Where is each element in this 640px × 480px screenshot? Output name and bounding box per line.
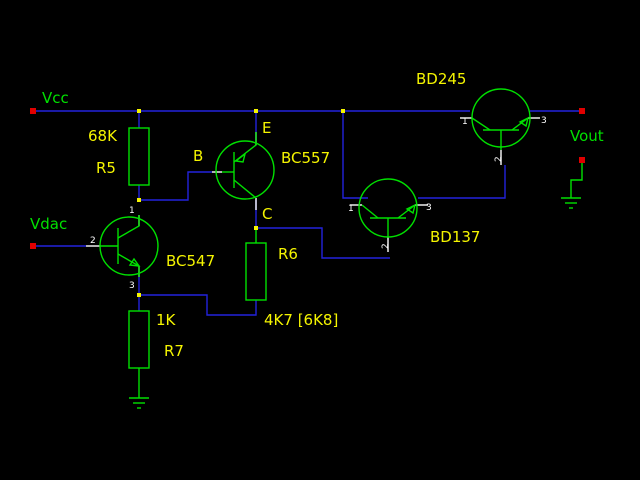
- ground-r7: [129, 397, 149, 409]
- junction-dots: [137, 109, 345, 297]
- bd137-pin2: 2: [381, 243, 391, 249]
- bd137-part: BD137: [430, 228, 480, 246]
- terminals: [30, 108, 585, 249]
- net-label-vout: Vout: [570, 127, 604, 145]
- resistor-r7: [128, 310, 150, 398]
- bd137-emitter-wire: [418, 165, 506, 199]
- resistor-r6: [245, 228, 267, 301]
- emitter-node-wire: [138, 275, 257, 316]
- r6-value: 4K7 [6K8]: [264, 311, 338, 329]
- vout-ground-terminal: [579, 157, 585, 163]
- bd137-pin1: 1: [348, 204, 354, 214]
- r7-designator: R7: [164, 342, 184, 360]
- vdac-terminal: [30, 243, 36, 249]
- transistor-bd245: [471, 88, 531, 150]
- bc557-part: BC557: [281, 149, 330, 167]
- net-label-vdac: Vdac: [30, 215, 67, 233]
- bc557-collector-label: C: [262, 205, 272, 223]
- bd245-part: BD245: [416, 70, 466, 88]
- r5-designator: R5: [96, 159, 116, 177]
- net-label-vcc: Vcc: [42, 89, 69, 107]
- transistor-bc547: [99, 215, 159, 277]
- vout-terminal: [579, 108, 585, 114]
- bd245-pin3: 3: [541, 116, 547, 126]
- resistor-r5: [128, 127, 150, 186]
- transistor-bd137: [358, 178, 418, 238]
- r6-designator: R6: [278, 245, 298, 263]
- bc547-part: BC547: [166, 252, 215, 270]
- r7-value: 1K: [156, 311, 177, 329]
- wires: [33, 110, 582, 316]
- bd137-pin3: 3: [426, 203, 432, 213]
- bd137-collector-wire: [342, 111, 368, 199]
- bd245-pin2: 2: [494, 156, 504, 162]
- bc547-pin3: 3: [129, 281, 135, 291]
- vcc-terminal: [30, 108, 36, 114]
- r5-value: 68K: [88, 127, 118, 145]
- base-bias-wire: [138, 171, 212, 201]
- bd245-pin1: 1: [462, 117, 468, 127]
- bc547-pin1: 1: [129, 206, 135, 216]
- ground-vout: [561, 160, 583, 209]
- bc557-collector-wire: [255, 200, 390, 259]
- bc557-emitter-label: E: [262, 119, 271, 137]
- transistor-bc557: [215, 132, 275, 200]
- bc557-base-label: B: [193, 147, 203, 165]
- bc547-pin2: 2: [90, 236, 96, 246]
